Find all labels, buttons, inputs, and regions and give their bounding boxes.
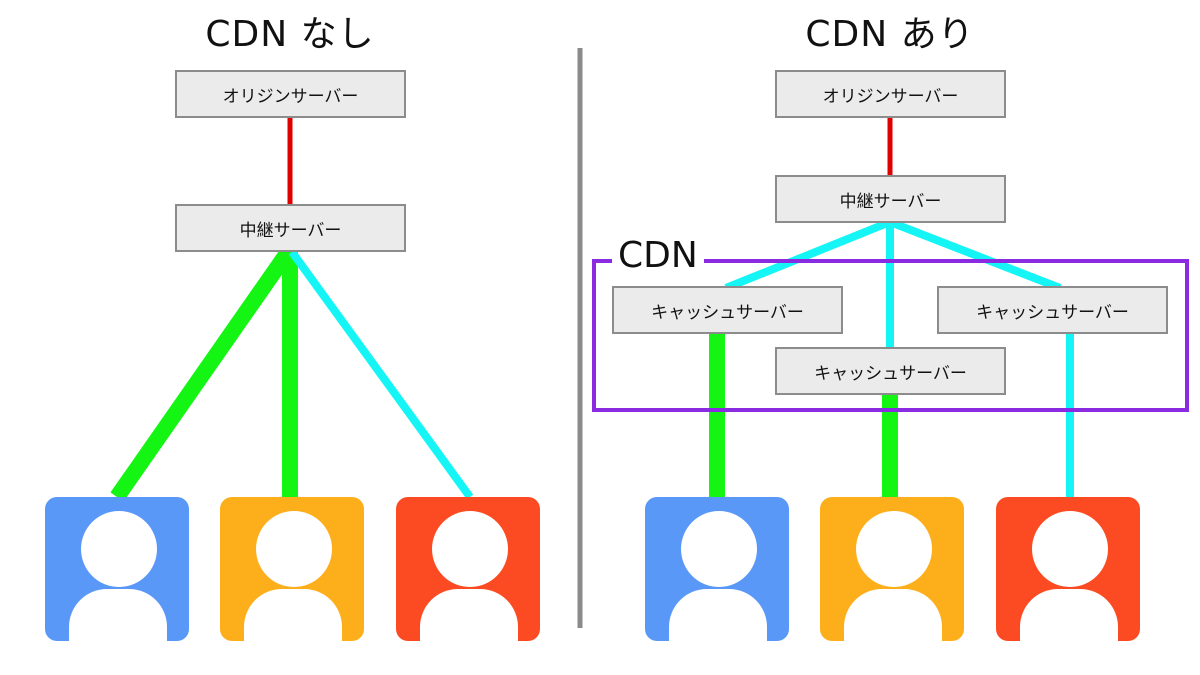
user-body xyxy=(244,589,342,641)
link-relay-cache-left xyxy=(724,218,892,292)
link-relay-user-blue-left xyxy=(110,247,295,502)
user-body xyxy=(420,589,518,641)
user-red-right xyxy=(996,497,1140,641)
user-orange-right xyxy=(820,497,964,641)
user-head xyxy=(81,511,157,587)
user-head xyxy=(681,511,757,587)
user-red-left xyxy=(396,497,540,641)
link-relay-user-red-left xyxy=(288,249,474,500)
relay-server-left: 中継サーバー xyxy=(175,204,406,252)
user-body xyxy=(669,589,767,641)
title-with-cdn: CDN あり xyxy=(805,14,975,55)
user-head xyxy=(1032,511,1108,587)
cdn-label: CDN xyxy=(612,234,704,278)
user-head xyxy=(256,511,332,587)
user-body xyxy=(844,589,942,641)
origin-server-right: オリジンサーバー xyxy=(775,70,1006,118)
user-blue-right xyxy=(645,497,789,641)
user-blue-left xyxy=(45,497,189,641)
cache-server-center: キャッシュサーバー xyxy=(775,347,1006,395)
cache-server-left: キャッシュサーバー xyxy=(612,286,843,334)
link-relay-cache-right xyxy=(888,218,1062,292)
cdn-boundary xyxy=(592,259,1189,412)
title-without-cdn: CDN なし xyxy=(205,14,375,55)
cache-server-right: キャッシュサーバー xyxy=(937,286,1168,334)
relay-server-right: 中継サーバー xyxy=(775,175,1006,223)
origin-server-left: オリジンサーバー xyxy=(175,70,406,118)
user-orange-left xyxy=(220,497,364,641)
user-body xyxy=(1020,589,1118,641)
user-body xyxy=(69,589,167,641)
user-head xyxy=(856,511,932,587)
user-head xyxy=(432,511,508,587)
